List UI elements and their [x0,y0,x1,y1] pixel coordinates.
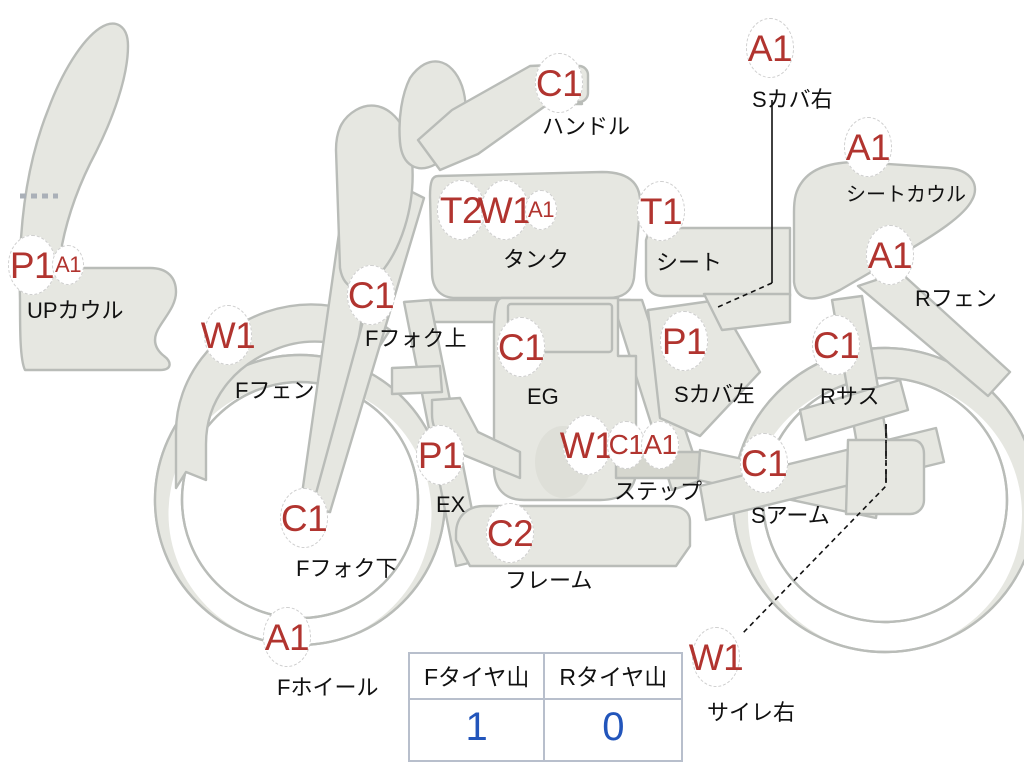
code-badge-s-cover-r-0[interactable]: A1 [746,18,794,78]
table-header-rear-tire: Rタイヤ山 [543,652,684,700]
part-marker-f-fender[interactable]: W1 [201,305,256,365]
code-badge-tank-1[interactable]: W1 [478,180,533,240]
part-marker-frame[interactable]: C2 [486,503,534,563]
part-label-s-cover-r: Sカバ右 [752,87,833,112]
part-label-f-wheel: Fホイール [277,675,379,700]
part-marker-f-fork-lower[interactable]: C1 [280,488,328,548]
part-label-silencer-r: サイレ右 [707,700,796,725]
part-label-r-fender: Rフェン [915,286,997,311]
code-badge-step-2[interactable]: A1 [641,421,679,469]
part-label-handle: ハンドル [542,114,631,139]
code-badge-silencer-r-0[interactable]: W1 [689,627,744,687]
table-value-front-tire: 1 [407,698,546,762]
part-marker-seat[interactable]: T1 [637,181,685,241]
side-cover-right-shape [702,292,792,332]
part-marker-f-wheel[interactable]: A1 [263,607,311,667]
part-label-swing-arm: Sアーム [751,503,830,528]
code-badge-f-fender-0[interactable]: W1 [201,305,256,365]
part-label-f-fender: Fフェン [235,378,315,403]
part-marker-seat-cowl[interactable]: A1 [844,117,892,177]
code-badge-seat-0[interactable]: T1 [637,181,685,241]
code-badge-f-fork-upper-0[interactable]: C1 [347,265,395,325]
table-value-rear-tire: 0 [543,698,684,762]
f-fork-lower-shape [310,184,426,514]
leader-line-silencer [741,424,887,635]
part-label-up-cowl: UPカウル [27,298,124,323]
code-badge-f-fork-lower-0[interactable]: C1 [280,488,328,548]
code-badge-f-wheel-0[interactable]: A1 [263,607,311,667]
part-marker-silencer-r[interactable]: W1 [689,627,744,687]
leader-line-s-cover-right-tail [717,282,773,308]
table-header-front-tire: Fタイヤ山 [407,652,546,700]
code-badge-step-1[interactable]: C1 [607,421,645,469]
exhaust-join-shape [390,364,444,396]
part-marker-r-suspension[interactable]: C1 [812,315,860,375]
part-label-seat-cowl: シートカウル [846,184,966,206]
part-marker-s-cover-l[interactable]: P1 [660,311,708,371]
part-label-engine: EG [527,384,559,409]
code-badge-s-cover-l-0[interactable]: P1 [660,311,708,371]
code-badge-seat-cowl-0[interactable]: A1 [844,117,892,177]
part-label-r-suspension: Rサス [820,384,880,409]
code-badge-exhaust-0[interactable]: P1 [416,425,464,485]
code-badge-frame-0[interactable]: C2 [486,503,534,563]
part-label-step: ステップ [614,479,703,504]
code-badge-swing-arm-0[interactable]: C1 [740,433,788,493]
part-marker-s-cover-r[interactable]: A1 [746,18,794,78]
code-badge-step-0[interactable]: W1 [560,415,615,475]
part-marker-exhaust[interactable]: P1 [416,425,464,485]
part-label-s-cover-l: Sカバ左 [674,382,755,407]
part-marker-handle[interactable]: C1 [535,53,583,113]
part-label-f-fork-lower: Fフォク下 [296,556,398,581]
code-badge-up-cowl-1[interactable]: A1 [52,245,84,285]
part-marker-f-fork-upper[interactable]: C1 [347,265,395,325]
part-marker-r-fender[interactable]: A1 [866,225,914,285]
code-badge-tank-0[interactable]: T2 [437,180,485,240]
code-badge-r-fender-0[interactable]: A1 [866,225,914,285]
part-label-tank: タンク [503,247,570,272]
part-label-seat: シート [656,250,723,275]
part-marker-engine[interactable]: C1 [497,317,545,377]
up-cowl-shape [18,22,178,372]
code-badge-handle-0[interactable]: C1 [535,53,583,113]
table-value-row: 1 0 [407,698,684,762]
shock-link-shape [798,378,910,442]
part-label-f-fork-upper: Fフォク上 [365,326,467,351]
part-label-exhaust: EX [436,492,466,517]
chain-case-shape [844,438,926,516]
code-badge-tank-2[interactable]: A1 [525,190,557,230]
code-badge-up-cowl-0[interactable]: P1 [8,235,56,295]
code-badge-r-suspension-0[interactable]: C1 [812,315,860,375]
table-header-row: Fタイヤ山 Rタイヤ山 [407,652,684,700]
part-label-frame: フレーム [505,568,593,593]
part-marker-swing-arm[interactable]: C1 [740,433,788,493]
code-badge-engine-0[interactable]: C1 [497,317,545,377]
tire-tread-table: Fタイヤ山 Rタイヤ山 1 0 [407,652,684,762]
